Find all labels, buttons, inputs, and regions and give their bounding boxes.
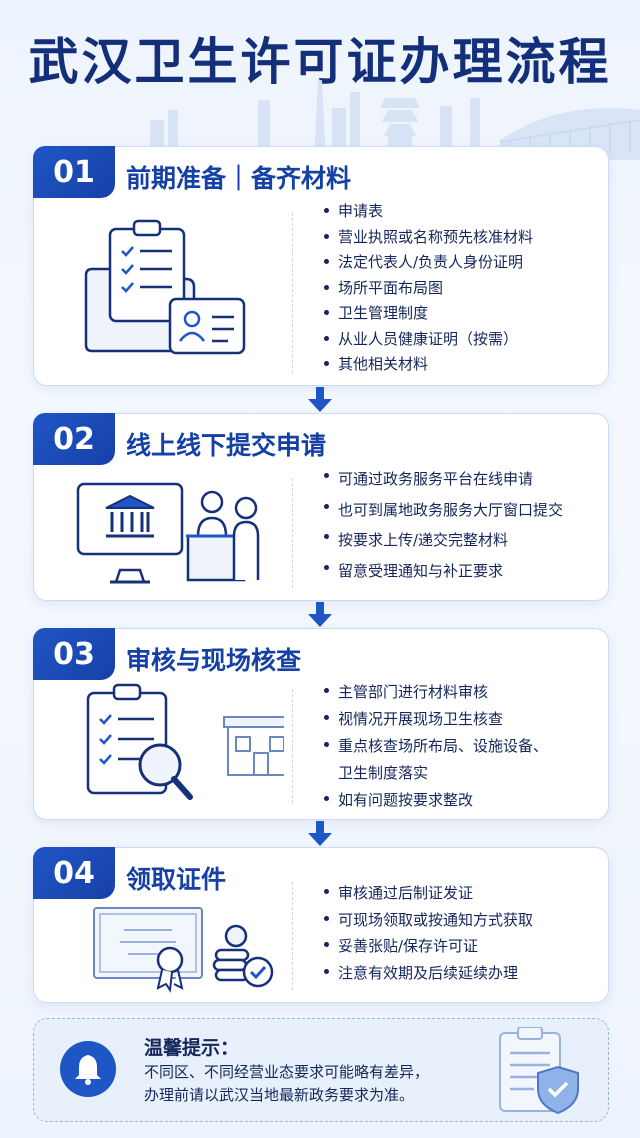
card-divider [292, 478, 293, 588]
shield-check-icon [499, 1027, 579, 1115]
step-number-3: 03 [33, 628, 115, 680]
tip-text: 不同区、不同经营业态要求可能略有差异， 办理前请以武汉当地最新政务要求为准。 [144, 1061, 429, 1107]
list-item: 按要求上传/递交完整材料 [324, 525, 563, 556]
list-item: 可现场领取或按通知方式获取 [324, 907, 533, 934]
list-item: 可通过政务服务平台在线申请 [324, 464, 563, 495]
list-item: 其他相关材料 [324, 352, 533, 378]
bell-icon [60, 1041, 116, 1097]
list-item-continuation: 卫生制度落实 [338, 764, 429, 782]
step-title-3: 审核与现场核查 [126, 646, 302, 675]
arrow-down-icon [308, 602, 332, 627]
list-item: 如有问题按要求整改 [324, 787, 548, 814]
arrow-down-icon [308, 387, 332, 412]
step-card-3: 03 审核与现场核查 主管部门进行材料审核 视情况开展现场卫生核查 重点核查场所… [33, 628, 609, 820]
submission-illustration [76, 482, 260, 584]
check-icon [242, 956, 274, 988]
tip-line-2: 办理前请以武汉当地最新政务要求为准。 [144, 1086, 415, 1104]
magnifier-icon [138, 743, 193, 800]
list-item: 从业人员健康证明（按需） [324, 327, 533, 353]
list-item: 营业执照或名称预先核准材料 [324, 225, 533, 251]
list-item: 注意有效期及后续延续办理 [324, 960, 533, 987]
review-illustration [86, 683, 284, 800]
card-divider [292, 213, 293, 373]
step-card-1: 01 前期准备｜备齐材料 申请表 营业执照或名称预先核准材料 法定代表人/负责人… [33, 146, 609, 386]
step-card-2: 02 线上线下提交申请 可通过政务服务平台在线申请 也可到属地政务服务大厅窗口提… [33, 413, 609, 601]
list-item: 法定代表人/负责人身份证明 [324, 250, 533, 276]
step-title-4: 领取证件 [126, 865, 227, 894]
coins-icon [212, 924, 250, 982]
certificate-icon [93, 907, 203, 979]
award-ribbon-icon [156, 946, 184, 993]
building-icon [223, 716, 284, 776]
arrow-down-icon [308, 821, 332, 846]
step-title-2: 线上线下提交申请 [126, 431, 327, 460]
card-divider [292, 689, 293, 803]
list-item: 留意受理通知与补正要求 [324, 556, 563, 587]
list-item: 主管部门进行材料审核 [324, 679, 548, 706]
list-item: 申请表 [324, 199, 533, 225]
list-item: 重点核查场所布局、设施设备、 [324, 733, 548, 760]
step-title-1: 前期准备｜备齐材料 [126, 164, 352, 193]
id-card-icon [168, 297, 246, 355]
step-items-2: 可通过政务服务平台在线申请 也可到属地政务服务大厅窗口提交 按要求上传/递交完整… [324, 464, 563, 586]
tip-box: 温馨提示： 不同区、不同经营业态要求可能略有差异， 办理前请以武汉当地最新政务要… [33, 1018, 609, 1122]
list-item: 审核通过后制证发证 [324, 880, 533, 907]
card-divider [292, 882, 293, 990]
list-item: 视情况开展现场卫生核查 [324, 706, 548, 733]
step-items-3: 主管部门进行材料审核 视情况开展现场卫生核查 重点核查场所布局、设施设备、 卫生… [324, 679, 548, 814]
tip-line-1: 不同区、不同经营业态要求可能略有差异， [144, 1063, 430, 1081]
step-number-1: 01 [33, 146, 115, 198]
government-building-icon [76, 482, 184, 584]
list-item: 妥善张贴/保存许可证 [324, 933, 533, 960]
step-items-4: 审核通过后制证发证 可现场领取或按通知方式获取 妥善张贴/保存许可证 注意有效期… [324, 880, 533, 986]
step-number-4: 04 [33, 847, 115, 899]
list-item: 也可到属地政务服务大厅窗口提交 [324, 495, 563, 526]
tip-title: 温馨提示： [144, 1037, 240, 1059]
list-item: 场所平面布局图 [324, 276, 533, 302]
clipboard-icon [108, 219, 186, 323]
materials-illustration [84, 219, 246, 355]
certificate-illustration [93, 907, 274, 993]
list-item: 卫生管理制度 [324, 301, 533, 327]
service-counter-icon [186, 490, 260, 582]
step-card-4: 04 领取证件 审核通过后制证发证 可现场领取或按通知方式获取 妥善张贴/保存许… [33, 847, 609, 1003]
step-items-1: 申请表 营业执照或名称预先核准材料 法定代表人/负责人身份证明 场所平面布局图 … [324, 199, 533, 378]
step-number-2: 02 [33, 413, 115, 465]
